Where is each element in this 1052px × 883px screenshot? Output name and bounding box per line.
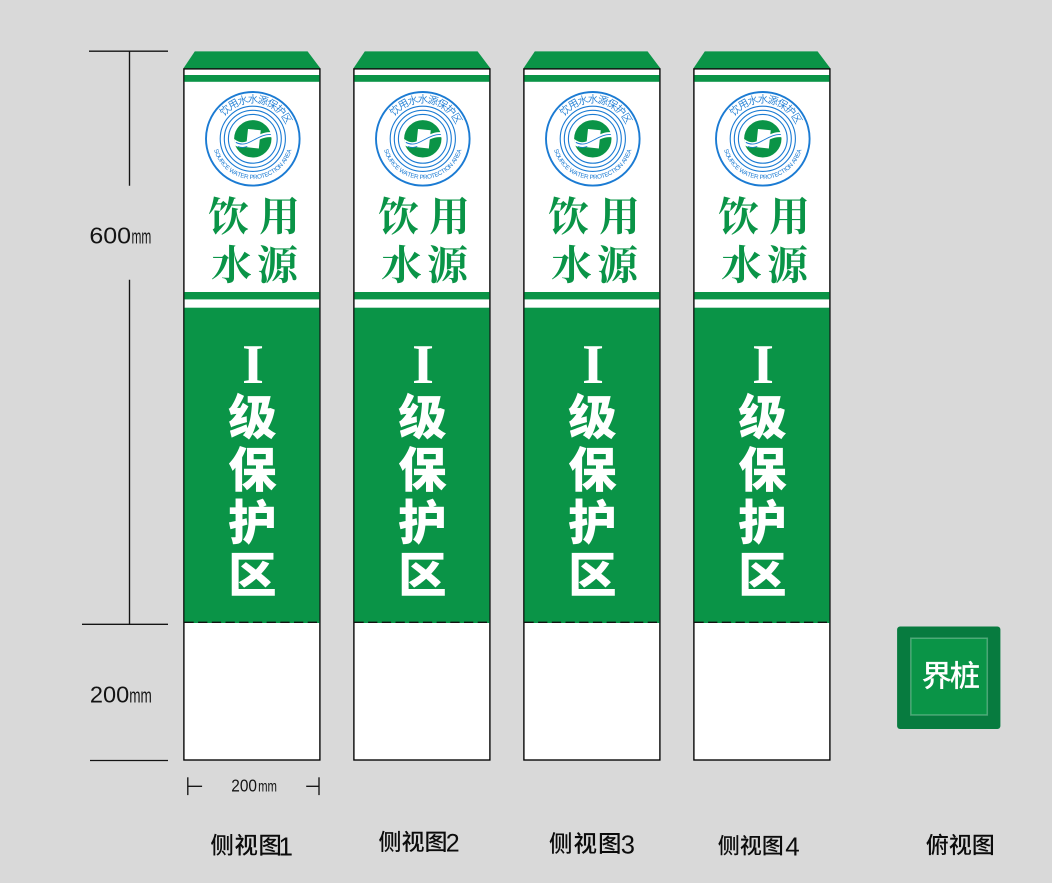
svg-text:mm: mm <box>258 779 277 796</box>
svg-text:200: 200 <box>90 682 129 708</box>
svg-text:2: 2 <box>446 829 460 857</box>
svg-text:4: 4 <box>785 832 799 862</box>
svg-text:3: 3 <box>621 832 635 860</box>
svg-text:1: 1 <box>279 832 293 862</box>
svg-text:600: 600 <box>89 223 131 249</box>
svg-text:200: 200 <box>231 776 257 796</box>
svg-text:mm: mm <box>129 686 152 708</box>
svg-text:mm: mm <box>132 227 152 249</box>
